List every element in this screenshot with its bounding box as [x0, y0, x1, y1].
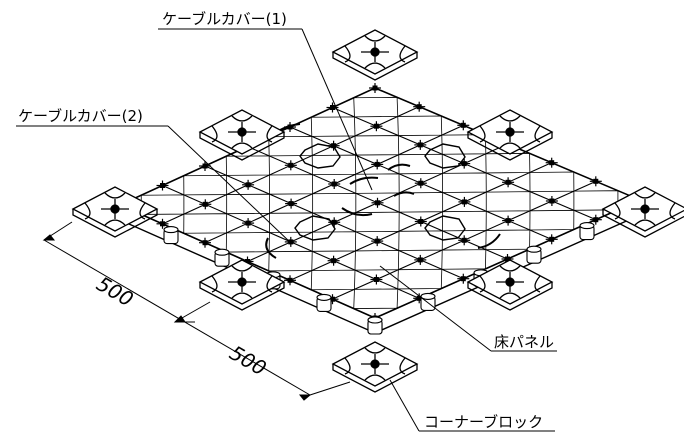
grid-node-icon: [413, 101, 426, 112]
support-foot-icon: [367, 316, 383, 335]
support-foot-icon: [214, 248, 230, 267]
corner-block-icon: [71, 186, 159, 238]
panel-diamond: [268, 250, 313, 272]
grid-node-icon: [589, 176, 602, 187]
support-foot-icon: [163, 226, 179, 245]
corner-block-icon: [466, 109, 554, 161]
corner-block-icon: [198, 109, 286, 161]
panel-diamond: [310, 269, 356, 291]
corner-block-icon: [466, 259, 554, 311]
grid-node-icon: [284, 160, 297, 171]
dimension-500-left: 500: [93, 272, 138, 312]
grid-node-icon: [545, 234, 558, 245]
panel-diamond: [183, 213, 228, 234]
grid-node-icon: [370, 121, 383, 132]
grid-node-icon: [199, 199, 212, 210]
octagon-cutout: [424, 143, 466, 169]
octagon-cutout: [299, 143, 341, 169]
grid-node-icon: [370, 274, 383, 285]
grid-node-icon: [285, 198, 298, 209]
corner-blocks: [71, 29, 684, 393]
grid-node-icon: [371, 236, 384, 247]
grid-node-icon: [414, 139, 427, 150]
support-foot-icon: [316, 293, 332, 312]
grid-node-icon: [156, 218, 169, 229]
corner-block-icon: [198, 259, 286, 311]
grid-node-icon: [156, 180, 169, 191]
grid-node-icon: [242, 218, 255, 229]
grid-nodes: [114, 83, 646, 323]
octagon-cutout: [424, 215, 466, 241]
grid-node-icon: [327, 255, 340, 266]
support-foot-icon: [579, 222, 595, 241]
cable-cover-details: [265, 123, 506, 259]
grid-node-icon: [589, 214, 602, 225]
grid-node-icon: [284, 236, 297, 247]
support-foot-icon: [420, 292, 436, 311]
grid-node-icon: [458, 196, 471, 207]
label-cable-cover-1: ケーブルカバー(1): [162, 10, 287, 28]
grid-node-icon: [242, 179, 255, 190]
leader-lines: [16, 28, 557, 432]
grid-node-icon: [502, 215, 515, 226]
corner-block-icon: [331, 341, 419, 393]
grid-node-icon: [284, 275, 296, 286]
grid-node-icon: [545, 157, 558, 168]
label-floor-panel: 床パネル: [494, 333, 554, 351]
grid-node-icon: [369, 83, 381, 93]
octagon-cutout: [294, 215, 336, 241]
panel-diamond: [353, 288, 399, 309]
dimension-lines: [42, 221, 351, 401]
grid-node-icon: [371, 197, 384, 208]
grid-node-icon: [457, 120, 470, 131]
support-foot-icon: [526, 245, 542, 264]
dimension-500-right: 500: [226, 341, 271, 381]
grid-node-icon: [545, 196, 558, 206]
grid-node-icon: [502, 177, 515, 188]
grid-node-icon: [328, 179, 341, 189]
grid-node-icon: [371, 159, 384, 170]
grid-node-icon: [457, 273, 470, 284]
grid-node-icon: [199, 237, 211, 248]
corner-block-icon: [331, 29, 419, 81]
corner-block-icon: [601, 186, 684, 238]
grid-node-icon: [199, 161, 211, 171]
label-corner-block: コーナーブロック: [424, 413, 543, 431]
grid-node-icon: [414, 216, 427, 227]
grid-node-icon: [458, 235, 471, 246]
grid-node-icon: [414, 254, 427, 265]
label-cable-cover-2: ケーブルカバー(2): [18, 107, 143, 125]
grid-node-icon: [414, 178, 427, 189]
